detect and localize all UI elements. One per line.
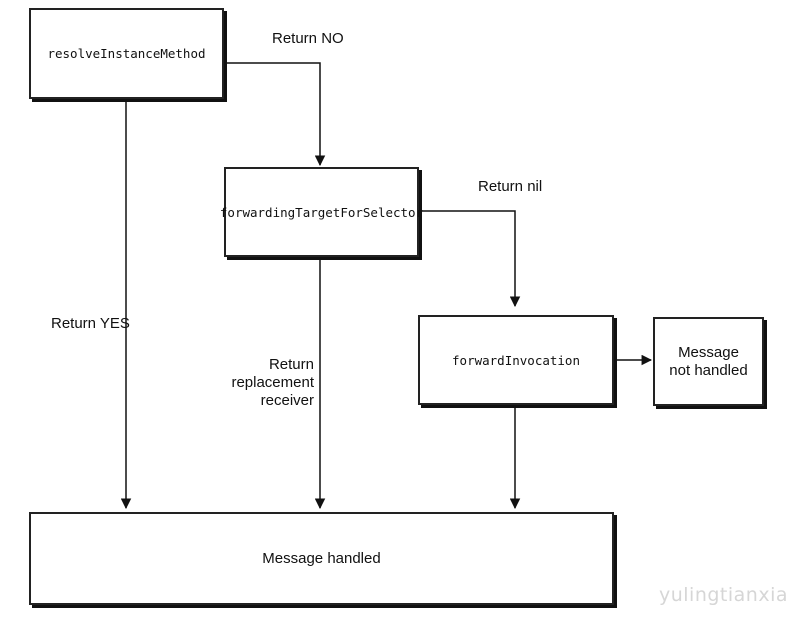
return-no-label: Return NO (272, 30, 344, 47)
message-handled-label: Message handled (262, 549, 381, 567)
arrow-return-nil (419, 210, 521, 308)
return-replacement-label: Return replacement receiver (231, 356, 314, 409)
return-yes-label: Return YES (51, 315, 130, 332)
forwarding-target-box: forwardingTargetForSelector (220, 167, 423, 257)
return-nil-label: Return nil (478, 178, 543, 195)
resolve-instance-method-box: resolveInstanceMethod (29, 8, 224, 99)
arrow-return-no (224, 62, 326, 167)
message-handled-box: Message handled (29, 512, 614, 605)
forward-invocation-box: forwardInvocation (418, 315, 614, 405)
message-not-handled-box: Message not handled (653, 317, 764, 406)
watermark: yulingtianxia (658, 584, 788, 606)
message-not-handled-label: Message not handled (669, 343, 748, 379)
forward-invocation-label: forwardInvocation (452, 352, 580, 368)
forwarding-target-label: forwardingTargetForSelector (219, 204, 424, 220)
resolve-instance-method-label: resolveInstanceMethod (47, 46, 206, 61)
